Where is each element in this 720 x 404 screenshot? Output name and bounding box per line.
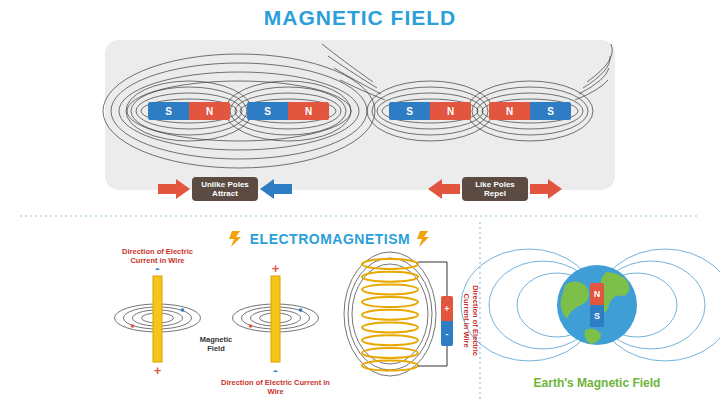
- field-dot: [181, 308, 185, 312]
- annotation: Direction of Electric Current in Wire: [461, 276, 478, 366]
- field-line: [127, 81, 351, 141]
- annotation: Magnetic Field: [193, 336, 239, 353]
- earth-land: [561, 272, 630, 344]
- earth-magnet: NS: [590, 283, 604, 327]
- node-text: -: [441, 321, 453, 346]
- attract-arrow: [260, 179, 292, 199]
- title: MAGNETIC FIELD: [0, 6, 720, 30]
- field-line: [240, 99, 336, 123]
- bar-magnet: NS: [489, 102, 571, 120]
- field-line: [230, 87, 346, 135]
- polarity-sign: -: [266, 364, 286, 377]
- field-line: [328, 56, 377, 88]
- node-text: Like Poles Repel: [466, 180, 524, 198]
- coil-turn: [362, 284, 418, 294]
- node-text: N: [189, 102, 230, 120]
- bar-magnet: SN: [148, 102, 230, 120]
- polarity-sign: +: [266, 262, 286, 275]
- field-line: [377, 93, 483, 129]
- separator: [20, 215, 700, 216]
- field-dot: [299, 308, 303, 312]
- node-text: S: [389, 102, 430, 120]
- caption-badge: Like Poles Repel: [462, 177, 528, 201]
- field-line: [235, 93, 341, 129]
- node-text: S: [247, 102, 288, 120]
- node-text: N: [288, 102, 329, 120]
- repel-arrow: [530, 179, 562, 199]
- coil-turn: [362, 323, 418, 333]
- field-dot: [131, 324, 135, 328]
- node-text: N: [590, 283, 604, 305]
- bar-magnet: SN: [247, 102, 329, 120]
- polarity-sign: -: [148, 262, 168, 275]
- field-line: [352, 264, 428, 364]
- field-line: [477, 93, 583, 129]
- field-line: [103, 54, 375, 168]
- wire: [271, 276, 280, 362]
- field-line: [367, 81, 493, 141]
- node-text: N: [430, 102, 471, 120]
- polarity-sign: +: [148, 364, 168, 377]
- earth-globe: [557, 265, 637, 345]
- coil-turn: [362, 310, 418, 320]
- coil-turn: [362, 297, 418, 307]
- repel-arrow: [428, 179, 460, 199]
- field-lines: [103, 44, 720, 376]
- field-line: [482, 99, 578, 123]
- coil-turn: [362, 259, 418, 269]
- lightning-icon: [229, 231, 241, 247]
- node-text: Unlike Poles Attract: [196, 180, 254, 198]
- coil-turn: [362, 361, 418, 371]
- field-line: [136, 93, 242, 129]
- coil-turn: [362, 348, 418, 358]
- field-dot: [249, 324, 253, 328]
- field-panel: [105, 40, 615, 190]
- lightning-icon: [417, 231, 429, 247]
- field-line: [126, 81, 252, 141]
- section-heading: ELECTROMAGNETISM: [230, 231, 430, 247]
- separator: [479, 222, 480, 400]
- field-line: [575, 80, 608, 100]
- field-line: [141, 99, 237, 123]
- field-line: [372, 87, 488, 135]
- field-line: [579, 68, 609, 94]
- field-line: [587, 44, 612, 82]
- node-text: S: [590, 305, 604, 327]
- attract-arrow: [158, 179, 190, 199]
- field-line: [382, 99, 478, 123]
- field-line: [467, 81, 593, 141]
- field-line: [344, 252, 436, 376]
- field-line: [334, 68, 381, 94]
- field-line: [225, 81, 351, 141]
- bar-magnet: SN: [389, 102, 471, 120]
- wire: [153, 276, 162, 362]
- field-line: [131, 87, 247, 135]
- field-line: [322, 44, 373, 82]
- field-line: [583, 56, 610, 88]
- node-text: S: [530, 102, 571, 120]
- field-line: [472, 87, 588, 135]
- field-line: [340, 80, 385, 100]
- coil-turn: [362, 335, 418, 345]
- field-line: [111, 63, 367, 159]
- section-heading: Earth's Magnetic Field: [507, 376, 687, 390]
- node-text: +: [441, 296, 453, 321]
- node-text: N: [489, 102, 530, 120]
- coil-turn: [362, 272, 418, 282]
- caption-badge: Unlike Poles Attract: [192, 177, 258, 201]
- field-line: [119, 72, 359, 150]
- coil-windings: [362, 259, 418, 371]
- field-line: [348, 258, 432, 370]
- battery: +-: [441, 296, 453, 346]
- annotation: Direction of Electric Current in Wire: [221, 379, 331, 396]
- node-text: S: [148, 102, 189, 120]
